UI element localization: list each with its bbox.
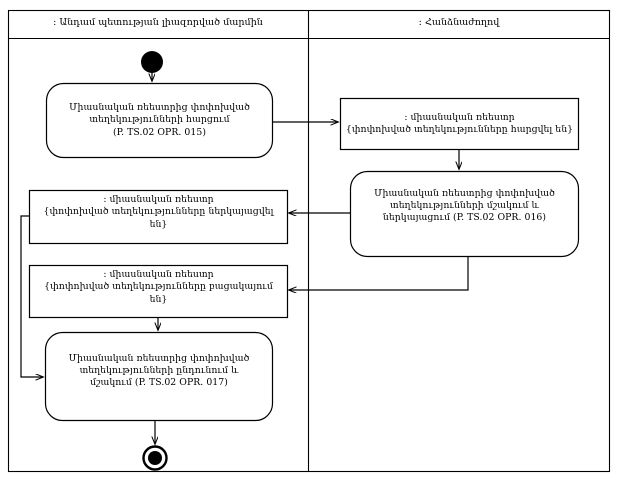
activity-016-line2: տեղեկությունների մշակում և	[390, 199, 539, 211]
signal-requested-line1: : միասնական ռեեստր	[404, 111, 515, 123]
signal-presented-line2: {փոփոխված տեղեկությունները ներկայացվել ե…	[43, 206, 274, 230]
activity-015-label: Միասնական ռեեստրից փոփոխված տեղեկություն…	[46, 83, 273, 158]
activity-017-line2: տեղեկությունների ընդունում և	[79, 364, 239, 376]
activity-016-label: Միասնական ռեեստրից փոփոխված տեղեկություն…	[350, 168, 579, 244]
signal-absent-line1: : միասնական ռեեստր	[103, 269, 214, 281]
activity-016-line1: Միասնական ռեեստրից փոփոխված	[374, 187, 555, 199]
final-node-ring	[142, 445, 168, 471]
signal-absent-line2: {փոփոխված տեղեկությունները բացակայում են…	[44, 281, 273, 305]
activity-017-label: Միասնական ռեեստրից փոփոխված տեղեկություն…	[45, 332, 273, 410]
signal-presented-label: : միասնական ռեեստր {փոփոխված տեղեկությու…	[29, 190, 288, 235]
activity-015-line3: (P. TS.02 OPR. 015)	[113, 126, 206, 138]
signal-presented-line1: : միասնական ռեեստր	[103, 194, 214, 206]
activity-016-line3: ներկայացում (P. TS.02 OPR. 016)	[382, 212, 547, 224]
signal-requested-label: : միասնական ռեեստր {փոփոխված տեղեկությու…	[340, 98, 579, 150]
signal-absent-label: : միասնական ռեեստր {փոփոխված տեղեկությու…	[29, 265, 288, 310]
lane-title-right: : Հանձնաժողով	[418, 17, 500, 28]
final-node-core	[148, 451, 162, 465]
activity-015-line1: Միասնական ռեեստրից փոփոխված	[69, 102, 250, 114]
signal-requested-line2: {փոփոխված տեղեկությունները հարցվել են}	[345, 124, 574, 135]
activity-015-line2: տեղեկությունների հարցում	[89, 114, 230, 126]
activity-017-line3: մշակում (P. TS.02 OPR. 017)	[90, 377, 228, 389]
lane-title-left: : Անդամ պետության լիազորված մարմին	[53, 17, 263, 28]
initial-node	[141, 51, 163, 73]
activity-017-line1: Միասնական ռեեստրից փոփոխված	[68, 352, 250, 364]
flow-016-to-signal-absent	[289, 256, 469, 290]
